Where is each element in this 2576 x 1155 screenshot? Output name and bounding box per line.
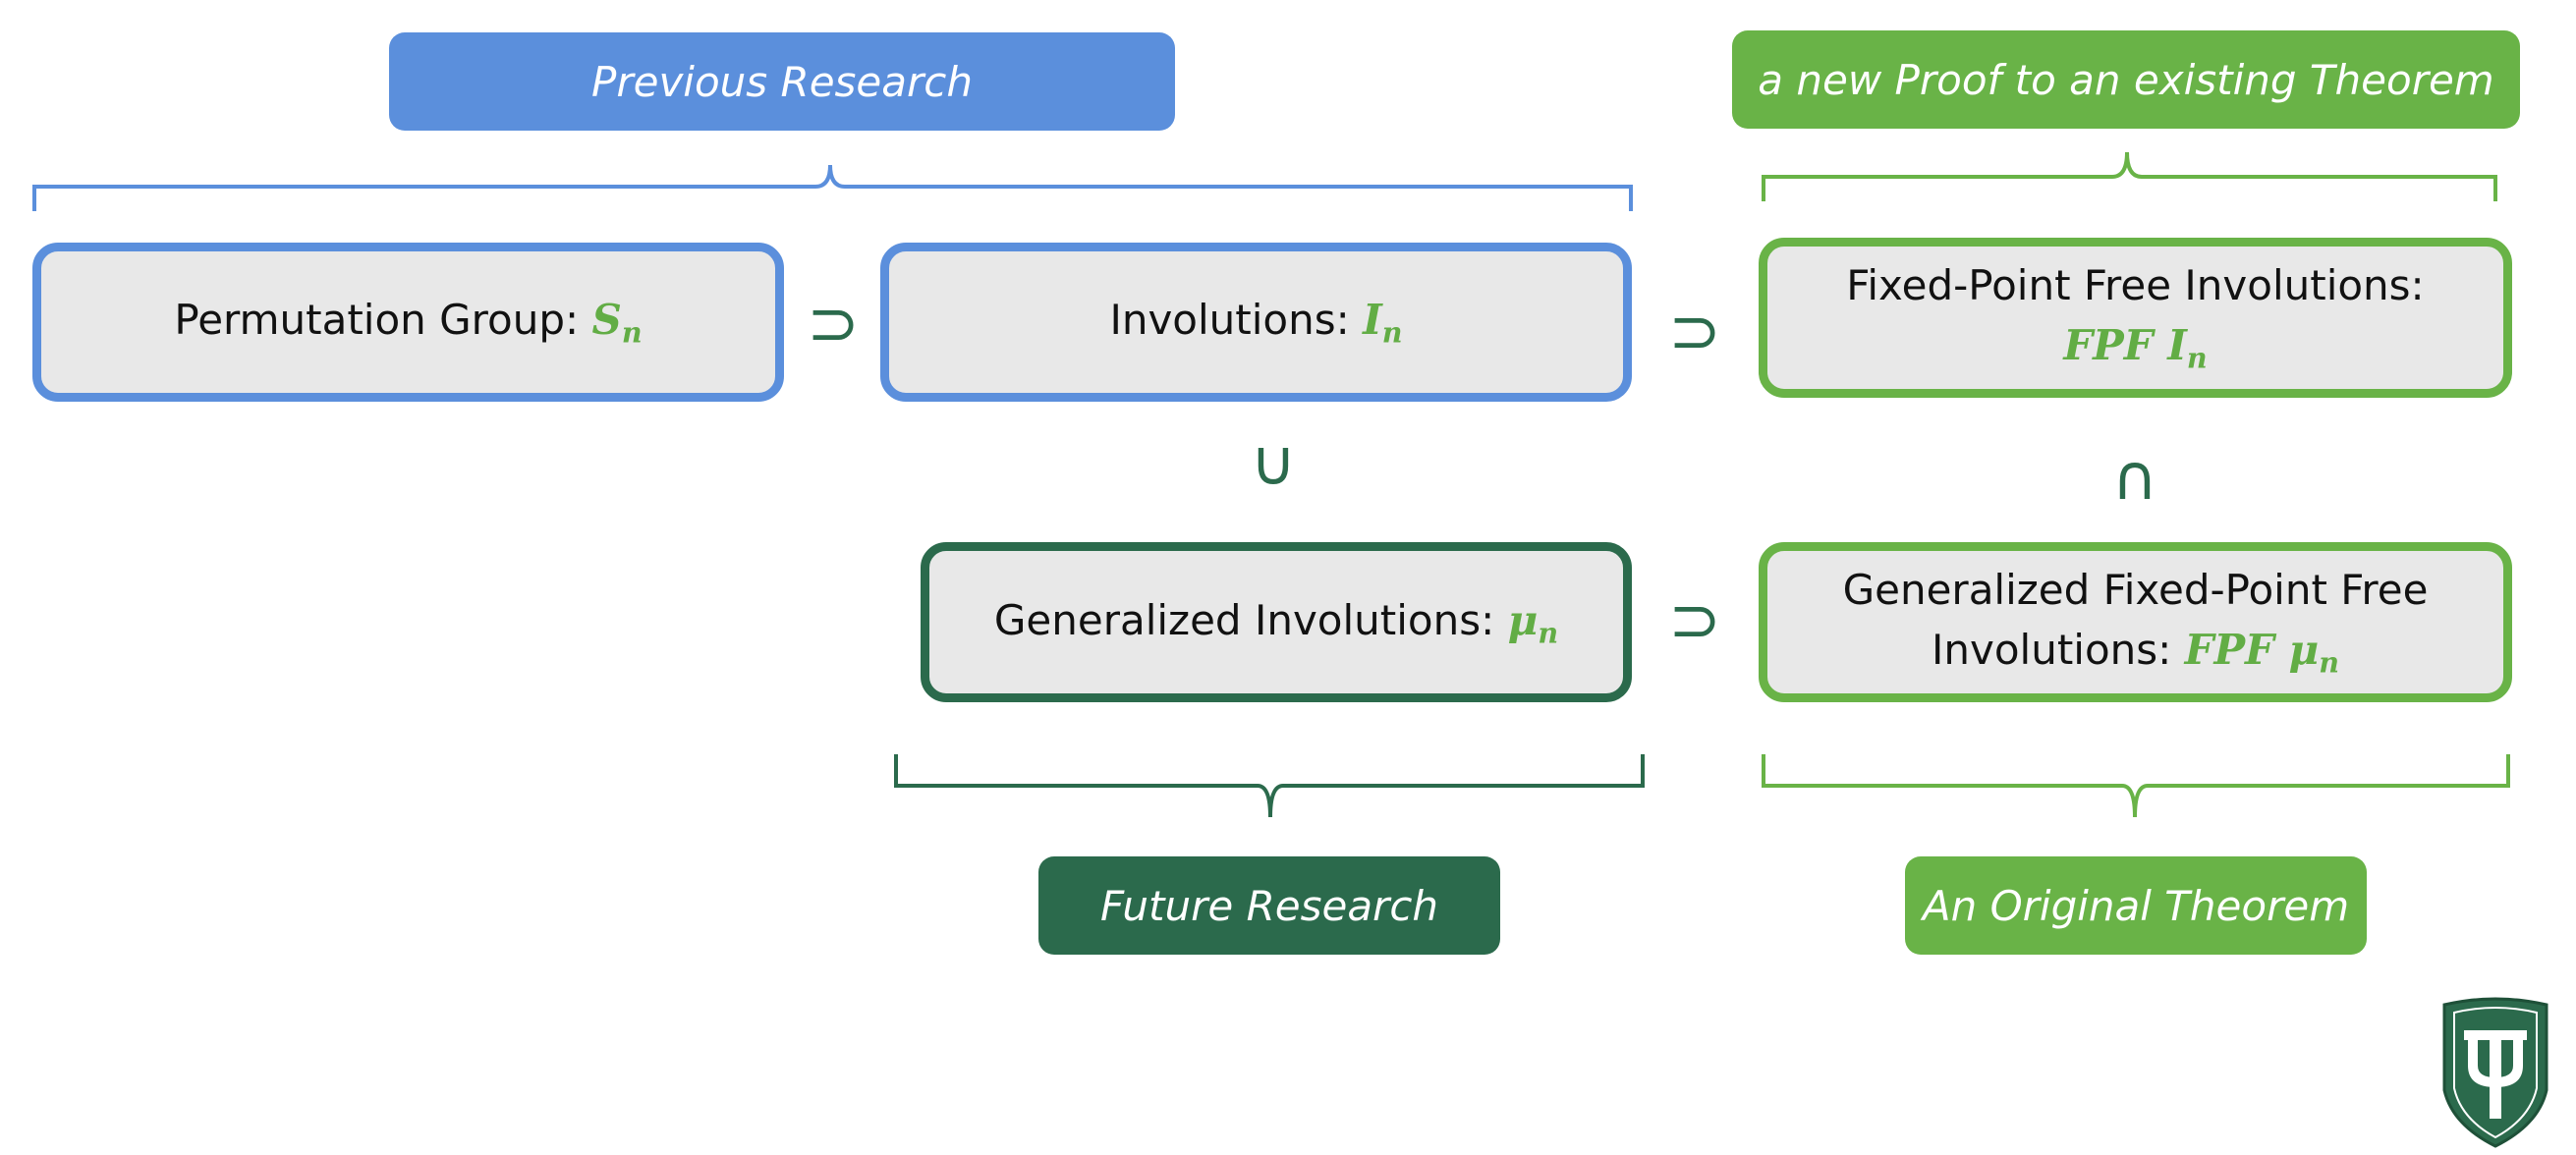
box-generalized-involutions: Generalized Involutions: μn [921, 542, 1632, 702]
intersection-symbol-fpf-gfpf: ∩ [2111, 442, 2158, 515]
permutation-group-label: Permutation Group: [174, 296, 592, 345]
banner-previous-research-text: Previous Research [591, 57, 973, 106]
banner-future-research: Future Research [1038, 856, 1500, 955]
generalized-fpf-line1: Generalized Fixed-Point Free [1842, 566, 2429, 615]
tulane-shield-logo-icon [2442, 997, 2548, 1148]
banner-original-theorem: An Original Theorem [1905, 856, 2367, 955]
union-symbol-in-mu: ∪ [1250, 427, 1297, 500]
generalized-involutions-symbol: μn [1507, 595, 1559, 650]
involutions-label: Involutions: [1109, 296, 1364, 345]
superset-symbol-sn-in: ⊃ [807, 288, 860, 360]
fpf-involutions-symbol: FPF In [2063, 320, 2208, 375]
involutions-symbol: In [1363, 296, 1403, 350]
banner-previous-research: Previous Research [389, 32, 1175, 131]
banner-original-theorem-text: An Original Theorem [1922, 881, 2350, 930]
superset-symbol-mu-gfpf: ⊃ [1668, 584, 1721, 657]
banner-new-proof-text: a new Proof to an existing Theorem [1758, 55, 2494, 104]
banner-future-research-text: Future Research [1099, 881, 1439, 930]
generalized-involutions-label: Generalized Involutions: [993, 595, 1508, 644]
brace-future-research [894, 754, 1645, 818]
generalized-fpf-line2: Involutions: FPF μn [1932, 621, 2339, 684]
fpf-involutions-line2: FPF In [2063, 316, 2207, 379]
box-generalized-fpf-involutions: Generalized Fixed-Point Free Involutions… [1759, 542, 2512, 702]
box-involutions: Involutions: In [880, 243, 1632, 402]
generalized-fpf-symbol: FPF μn [2184, 625, 2340, 680]
permutation-group-symbol: Sn [591, 296, 643, 350]
box-permutation-group-content: Permutation Group: Sn [174, 291, 642, 354]
brace-new-proof [1762, 151, 2497, 201]
superset-symbol-in-fpf: ⊃ [1668, 296, 1721, 368]
fpf-involutions-line1: Fixed-Point Free Involutions: [1846, 261, 2425, 310]
brace-original-theorem [1762, 754, 2510, 818]
generalized-fpf-label: Involutions: [1931, 625, 2185, 674]
box-generalized-involutions-content: Generalized Involutions: μn [994, 591, 1558, 654]
brace-previous-research [32, 164, 1633, 211]
box-fpf-involutions: Fixed-Point Free Involutions: FPF In [1759, 238, 2512, 398]
box-permutation-group: Permutation Group: Sn [32, 243, 784, 402]
banner-new-proof: a new Proof to an existing Theorem [1732, 30, 2520, 129]
box-involutions-content: Involutions: In [1109, 291, 1402, 354]
